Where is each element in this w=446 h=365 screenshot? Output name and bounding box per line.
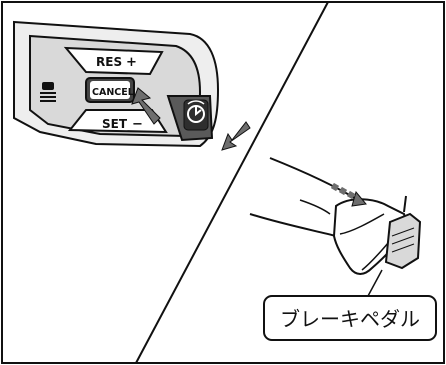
shoe <box>332 198 410 275</box>
steering-switch-panel: RES + SET − CANCEL <box>13 20 251 151</box>
set-minus-symbol: − <box>132 117 143 132</box>
pedal-arm <box>403 195 407 213</box>
callout-leader <box>367 269 383 297</box>
pedal-ridge-2 <box>391 235 415 245</box>
res-plus-button <box>63 46 164 76</box>
trouser-crease <box>299 199 331 215</box>
trouser-bottom-line <box>249 213 337 237</box>
cancel-arrow <box>131 87 161 125</box>
cruise-switch-arrow <box>221 121 251 151</box>
callout-box <box>263 295 437 341</box>
res-label: RES <box>96 55 122 69</box>
pedal-ridge-1 <box>391 227 415 237</box>
cancel-button-face <box>90 81 130 99</box>
brake-pedal-scene: ブレーキペダル <box>249 157 437 341</box>
res-plus-symbol: + <box>126 55 137 70</box>
set-minus-button <box>67 109 168 134</box>
brake-pedal-label: ブレーキペダル <box>280 307 420 331</box>
divider-line <box>135 1 329 364</box>
brake-pedal <box>384 212 422 270</box>
set-label: SET <box>102 117 128 131</box>
distance-following-icon <box>40 82 56 102</box>
cruise-control-switch-icon <box>187 100 205 123</box>
press-motion-arrow <box>330 182 367 207</box>
pedal-ridge-3 <box>391 243 415 253</box>
shoe-detail-line <box>339 213 385 235</box>
cancel-label: CANCEL <box>92 87 134 98</box>
